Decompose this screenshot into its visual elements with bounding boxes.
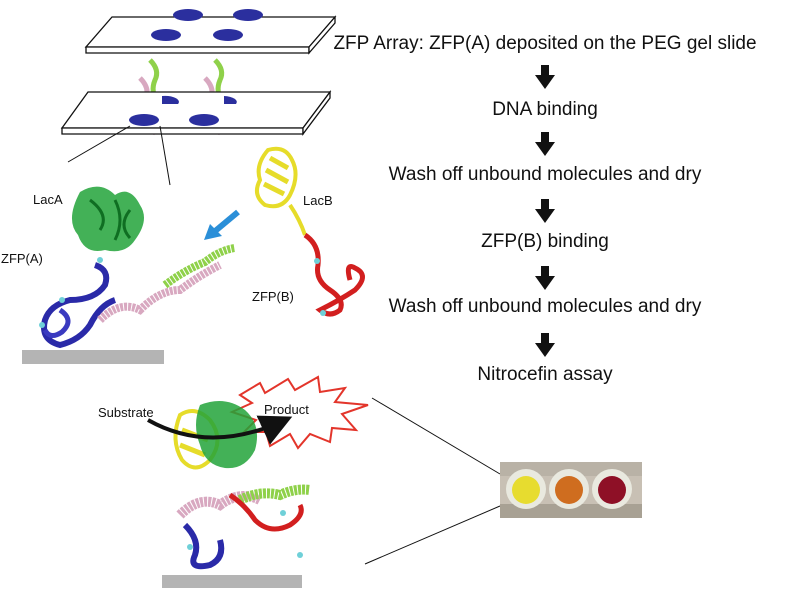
step-arrows [535,65,555,357]
label-lacb: LacB [303,193,333,208]
label-laca: LacA [33,192,63,207]
slide-spot [233,9,263,21]
slide-spot [213,29,243,41]
top-slide [84,9,337,55]
zfpa-protein [39,257,117,349]
slide-spot [189,114,219,126]
complex-laca [196,401,258,469]
surface-bar [22,350,164,364]
step-wash-1: Wash off unbound molecules and dry [388,164,702,185]
lacb-protein [254,146,307,236]
slide-spot [173,9,203,21]
complex-zfpb [228,492,304,558]
complex-zfpa [182,522,225,570]
label-zfpa: ZFP(A) [1,251,43,266]
step-nitrocefin: Nitrocefin assay [477,364,613,385]
slide-spot [151,29,181,41]
label-product: Product [264,402,309,417]
surface-bar [162,575,302,588]
step-zfp-array: ZFP Array: ZFP(A) deposited on the PEG g… [333,33,757,54]
binding-arrow [204,209,240,240]
label-substrate: Substrate [98,405,154,420]
label-zfpb: ZFP(B) [252,289,294,304]
assay-photo [500,462,642,518]
step-wash-2: Wash off unbound molecules and dry [388,296,702,317]
dna-duplex-a [97,244,236,323]
slide-spot [129,114,159,126]
zfpb-protein [303,232,365,317]
slide-spot [224,96,237,104]
substrate-arrow [147,415,293,445]
laca-protein [71,186,144,252]
step-zfpb-binding: ZFP(B) binding [481,231,609,252]
slide-spot [162,95,179,104]
bottom-slide [60,90,332,136]
step-dna-binding: DNA binding [492,99,598,120]
complex-dna [176,484,311,519]
